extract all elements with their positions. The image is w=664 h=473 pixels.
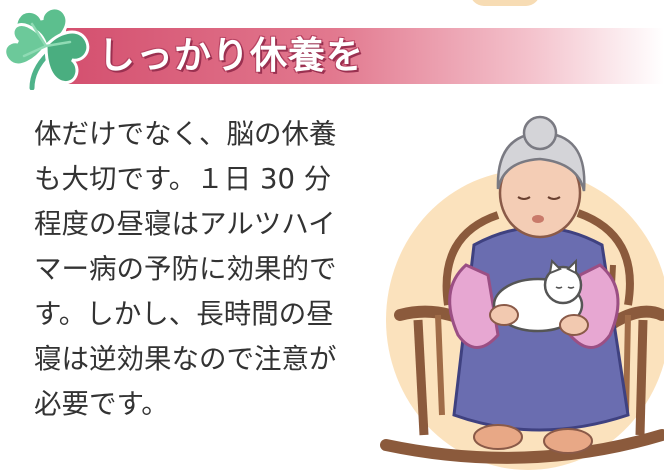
- clover-icon: [3, 6, 90, 90]
- elderly-woman-napping-icon: [380, 115, 664, 470]
- body-paragraph: 体だけでなく、脳の休養 も大切です。１日 30 分 程度の昼寝はアルツハイ マー…: [34, 118, 337, 420]
- decorative-arc: [470, 0, 540, 6]
- section-header-band: [66, 28, 664, 84]
- section-title: しっかり休養を: [98, 34, 364, 77]
